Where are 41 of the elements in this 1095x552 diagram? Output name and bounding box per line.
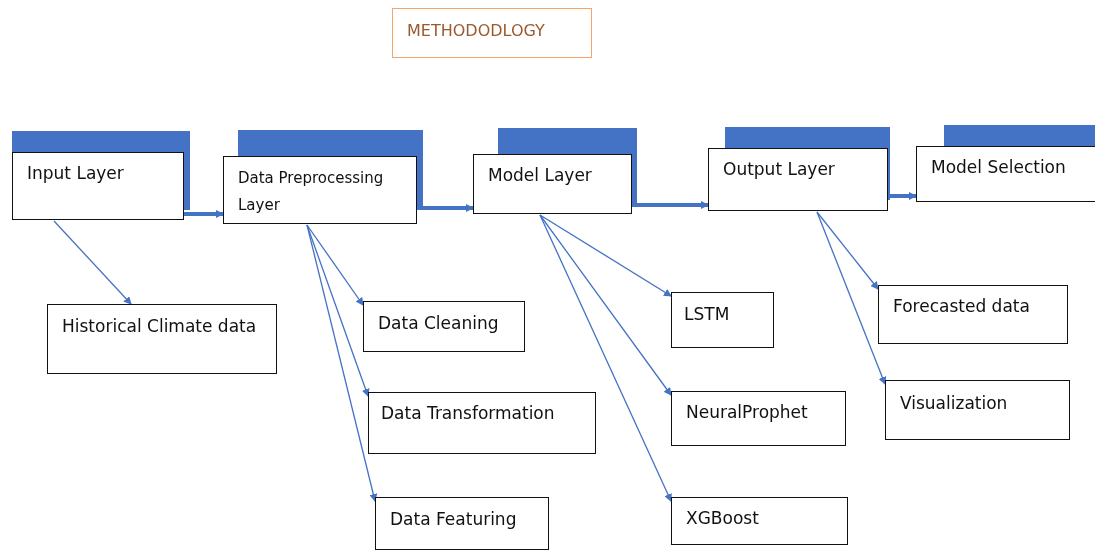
box-label: Model Selection: [931, 157, 1066, 177]
box-label: Model Layer: [488, 165, 592, 185]
box-label: Visualization: [900, 393, 1008, 413]
arrow: [306, 224, 378, 502]
arrow: [632, 201, 709, 209]
box-label: LSTM: [684, 304, 730, 324]
process-box: [375, 497, 549, 550]
process-box: [671, 391, 846, 446]
box-label: Input Layer: [27, 163, 124, 183]
arrow: [816, 211, 887, 385]
process-box: [473, 154, 632, 214]
arrow: [539, 214, 672, 502]
process-box: [885, 380, 1070, 440]
process-box: [708, 148, 888, 211]
process-box: [878, 285, 1068, 344]
box-label: Output Layer: [723, 159, 835, 179]
arrow: [306, 224, 364, 306]
process-box: [363, 301, 525, 352]
arrow: [816, 211, 879, 290]
process-box: [368, 392, 596, 454]
arrow: [539, 214, 672, 297]
process-box: [916, 146, 1095, 202]
process-box: [671, 292, 774, 348]
box-label: NeuralProphet: [686, 402, 808, 422]
arrow: [184, 210, 224, 218]
box-label: XGBoost: [686, 508, 759, 528]
process-box: [12, 152, 184, 220]
arrow: [306, 224, 370, 397]
arrow: [539, 214, 672, 396]
process-box: [223, 156, 417, 224]
title: METHODODLOGY: [392, 8, 592, 58]
box-label: Data Preprocessing Layer: [238, 169, 384, 214]
process-box: [47, 304, 277, 374]
arrow: [888, 192, 917, 200]
box-label: Data Cleaning: [378, 313, 499, 333]
process-box: [671, 497, 848, 545]
arrow: [53, 220, 132, 305]
box-label: Historical Climate data: [62, 316, 257, 336]
box-label: Forecasted data: [893, 296, 1030, 316]
box-label: Data Transformation: [381, 403, 555, 423]
box-label: Data Featuring: [390, 509, 517, 529]
